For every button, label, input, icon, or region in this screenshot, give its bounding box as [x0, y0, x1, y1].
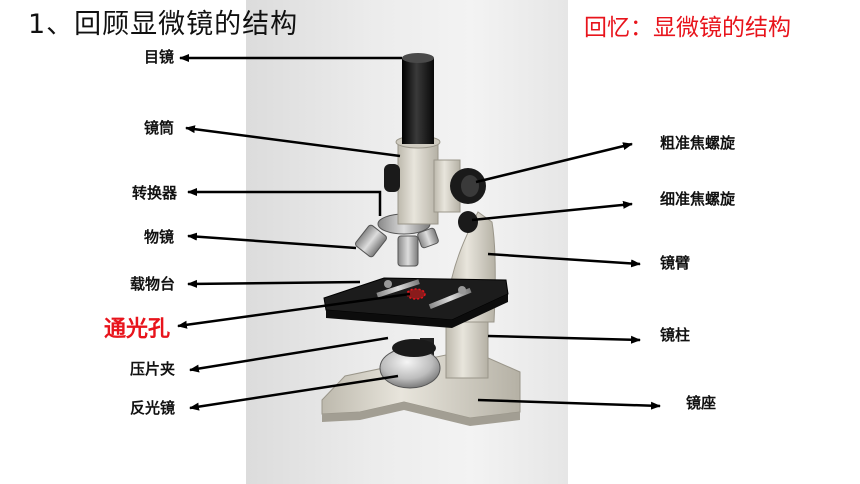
label-aperture: 通光孔	[104, 317, 171, 342]
label-clip: 压片夹	[130, 360, 176, 378]
page-title: 1、回顾显微镜的结构	[28, 9, 299, 40]
microscope-pillar	[445, 317, 489, 379]
label-arm: 镜臂	[660, 254, 691, 272]
label-coarse-focus: 粗准焦螺旋	[660, 134, 736, 152]
label-mirror: 反光镜	[130, 399, 176, 417]
label-fine-focus: 细准焦螺旋	[660, 190, 736, 208]
microscope-eyepiece	[402, 53, 434, 144]
page-subtitle: 回忆：显微镜的结构	[584, 15, 791, 41]
coarse-focus-knob	[384, 164, 486, 204]
label-eyepiece: 目镜	[144, 48, 175, 66]
leader-arrows	[177, 54, 661, 411]
label-tube: 镜筒	[144, 119, 175, 137]
label-objective: 物镜	[144, 228, 175, 246]
label-pillar: 镜柱	[660, 326, 691, 344]
label-nosepiece: 转换器	[132, 184, 178, 202]
label-base: 镜座	[686, 394, 717, 412]
label-stage: 载物台	[130, 275, 176, 293]
fine-focus-knob	[458, 211, 478, 233]
microscope-tube	[395, 135, 461, 225]
microscope-mirror	[379, 338, 441, 389]
microscope-objectives	[355, 224, 439, 267]
stage-clips	[376, 279, 472, 310]
